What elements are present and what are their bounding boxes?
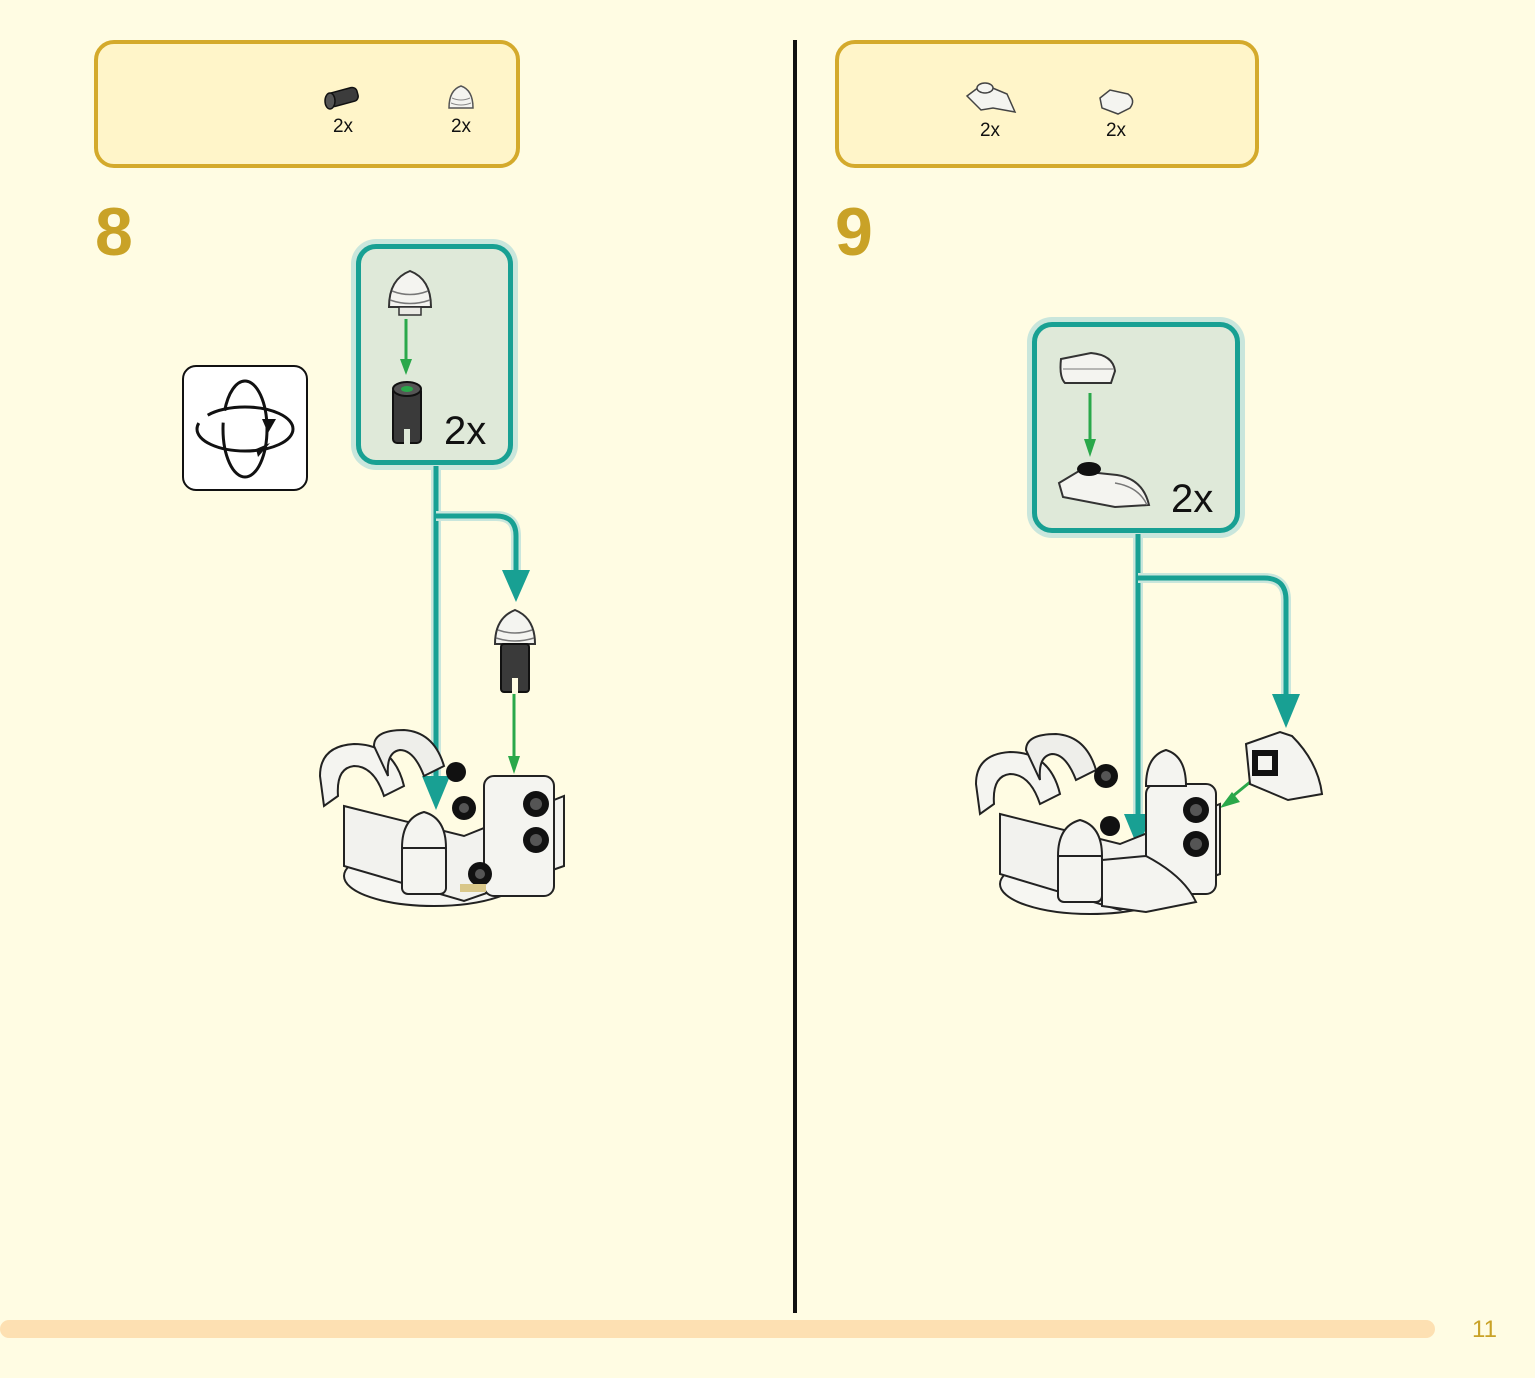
callout-quantity: 2x: [1171, 477, 1214, 521]
parts-list-box-step-8: 2x 2x: [94, 40, 520, 168]
parts-list-box-step-9: 2x 2x: [835, 40, 1259, 168]
part-quantity: 2x: [979, 120, 1001, 141]
white-rounded-tile-icon: [1059, 351, 1117, 384]
rotate-model-icon: [195, 379, 295, 479]
white-round-cone-piece-icon: [448, 85, 474, 109]
curved-tip-plate-piece-icon: [1244, 730, 1324, 802]
part-quantity: 2x: [450, 116, 472, 137]
dark-gray-pin-connector-icon: [392, 381, 422, 445]
sub-assembly-callout-step-8: 2x: [356, 244, 513, 465]
model-assembly-step-9-icon: [974, 732, 1221, 915]
pin-with-cone-assembly-icon: [493, 608, 537, 694]
part-quantity: 2x: [1105, 120, 1127, 141]
part-item: 2x: [426, 82, 496, 138]
step-number: 9: [835, 194, 873, 270]
progress-bar: [0, 1320, 1435, 1338]
step-number: 8: [95, 194, 133, 270]
assembly-arrow-icon: [400, 319, 412, 375]
rotate-model-box: [182, 365, 308, 491]
step-divider: [793, 40, 797, 1313]
white-plate-with-curved-tip-icon: [965, 82, 1017, 113]
part-item: 2x: [955, 74, 1025, 142]
part-item: 2x: [1081, 84, 1151, 142]
callout-quantity: 2x: [444, 409, 487, 453]
dark-gray-pin-connector-icon: [324, 86, 359, 110]
part-item: 2x: [308, 82, 378, 138]
white-rounded-tile-icon: [1099, 89, 1134, 115]
page-number: 11: [1472, 1316, 1497, 1343]
sub-assembly-callout-step-9: 2x: [1032, 322, 1240, 533]
part-quantity: 2x: [332, 116, 354, 137]
model-assembly-step-8-icon: [318, 728, 565, 907]
white-round-cone-piece-icon: [387, 269, 433, 316]
white-plate-with-curved-tip-icon: [1057, 462, 1151, 509]
assembly-arrow-icon: [1084, 393, 1096, 457]
